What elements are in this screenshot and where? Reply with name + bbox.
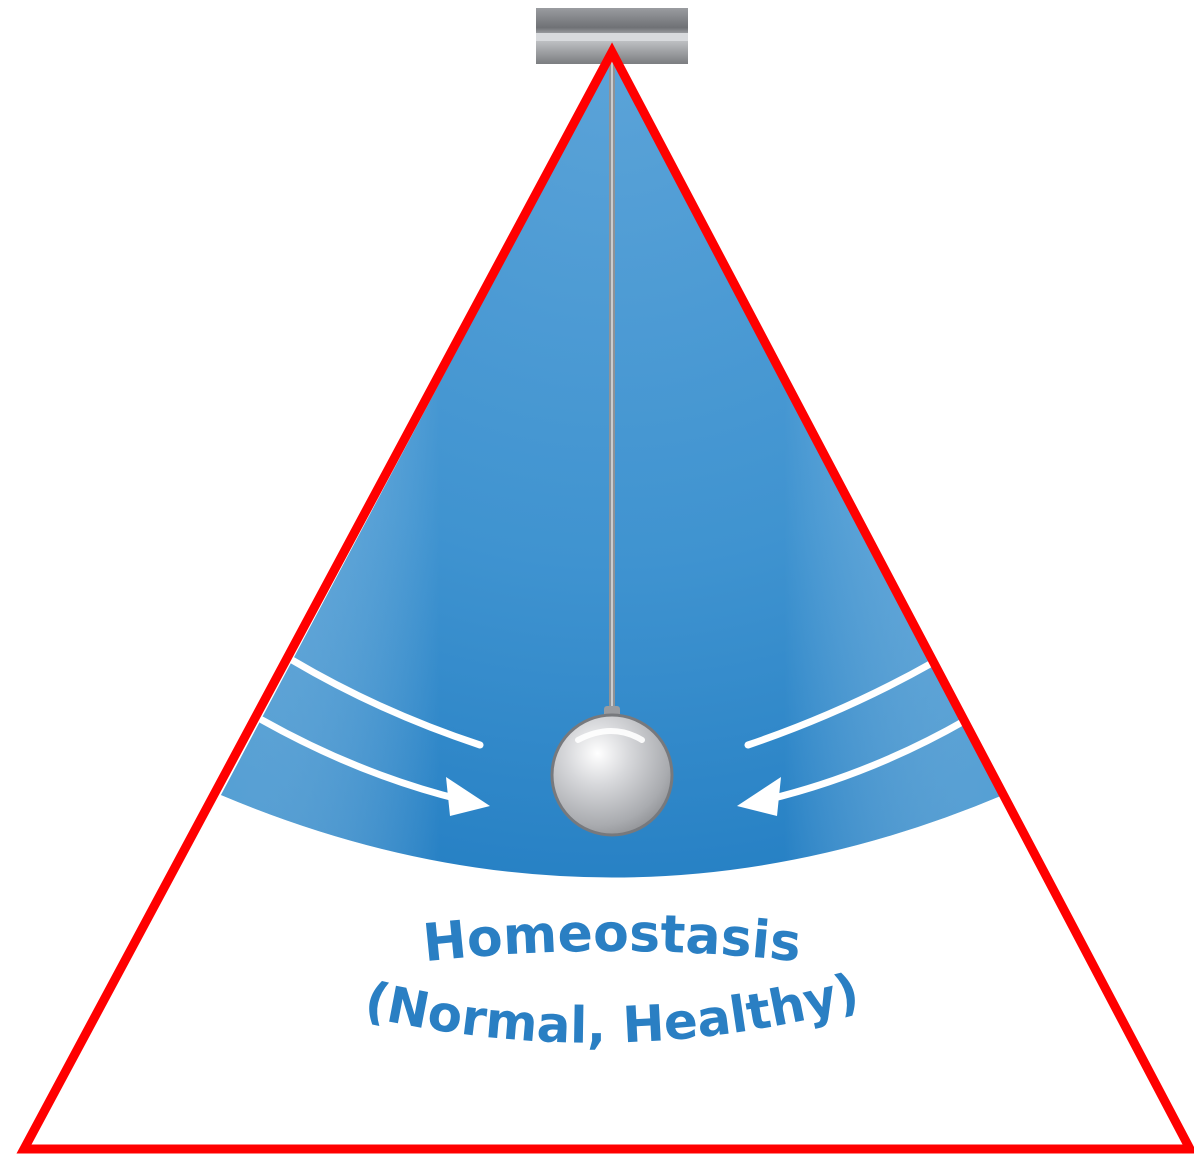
label-homeostasis: Homeostasis <box>420 904 804 974</box>
label-normal-healthy: (Normal, Healthy) <box>360 962 865 1055</box>
